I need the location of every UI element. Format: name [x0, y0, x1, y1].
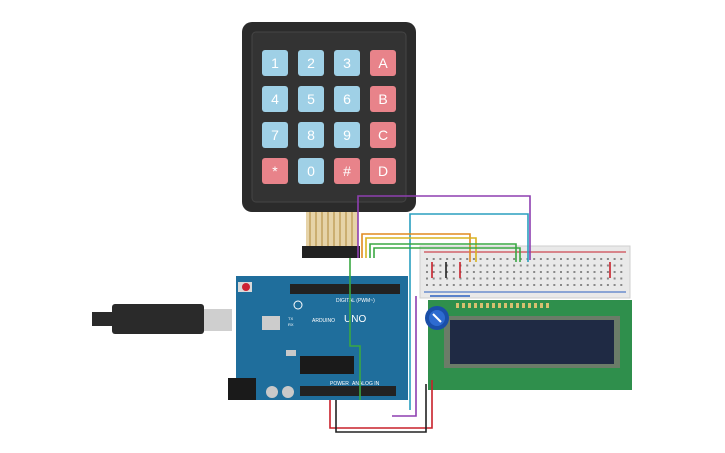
keypad-ribbon [302, 212, 360, 258]
keypad-key-label: D [378, 163, 388, 179]
arduino-analog-label: ANALOG IN [352, 381, 380, 387]
keypad-key-label: * [272, 163, 278, 179]
keypad-key-face [370, 158, 396, 184]
keypad-key-1[interactable]: 1 [262, 50, 288, 76]
wire-red [329, 380, 433, 429]
wire-teal [409, 213, 529, 410]
keypad-key-label: 7 [271, 127, 279, 143]
keypad-key-7[interactable]: 7 [262, 122, 288, 148]
keypad-key-label: 4 [271, 91, 279, 107]
wire-purple2 [392, 296, 417, 417]
keypad-key-label: # [343, 163, 351, 179]
keypad-key-4[interactable]: 4 [262, 86, 288, 112]
arduino-tx-label: TX [288, 316, 293, 321]
arduino-model: UNO [344, 314, 366, 325]
potentiometer[interactable] [425, 306, 449, 330]
keypad-key-*[interactable]: * [262, 158, 288, 184]
usb-cable[interactable] [92, 304, 232, 334]
keypad-key-3[interactable]: 3 [334, 50, 360, 76]
keypad-inner [251, 31, 407, 203]
keypad-key-2[interactable]: 2 [298, 50, 324, 76]
keypad-key-label: A [378, 55, 388, 71]
keypad-key-0[interactable]: 0 [298, 158, 324, 184]
keypad-key-#[interactable]: # [334, 158, 360, 184]
keypad-key-label: 1 [271, 55, 279, 71]
keypad-key-face [262, 50, 288, 76]
wire-yellow [365, 237, 477, 262]
wire-green3 [349, 258, 361, 400]
keypad-key-face [334, 86, 360, 112]
arduino-digital-label: DIGITAL (PWM~) [336, 298, 375, 304]
keypad-key-5[interactable]: 5 [298, 86, 324, 112]
breadboard[interactable] [419, 245, 631, 299]
keypad-key-6[interactable]: 6 [334, 86, 360, 112]
keypad[interactable]: 1 2 3 A 4 5 6 B 7 8 9 C * 0 # D [242, 22, 416, 258]
keypad-key-label: 8 [307, 127, 315, 143]
lcd-module[interactable] [428, 300, 632, 390]
keypad-key-face [262, 158, 288, 184]
keypad-key-face [298, 50, 324, 76]
keypad-key-A[interactable]: A [370, 50, 396, 76]
keypad-key-label: B [378, 91, 387, 107]
keypad-key-label: 9 [343, 127, 351, 143]
keypad-key-face [298, 122, 324, 148]
keypad-key-C[interactable]: C [370, 122, 396, 148]
keypad-key-face [334, 50, 360, 76]
keypad-key-label: 6 [343, 91, 351, 107]
keypad-key-label: 2 [307, 55, 315, 71]
keypad-key-face [262, 86, 288, 112]
lcd-screen [450, 320, 614, 364]
keypad-key-label: 3 [343, 55, 351, 71]
arduino-board[interactable]: DIGITAL (PWM~) ARDUINO UNO POWER ANALOG … [228, 276, 408, 400]
keypad-key-face [334, 122, 360, 148]
keypad-key-face [370, 122, 396, 148]
keypad-key-face [262, 122, 288, 148]
keypad-key-face [334, 158, 360, 184]
keypad-key-face [370, 86, 396, 112]
keypad-key-label: 0 [307, 163, 315, 179]
keypad-key-9[interactable]: 9 [334, 122, 360, 148]
arduino-rx-label: RX [288, 322, 294, 327]
keypad-key-label: 5 [307, 91, 315, 107]
wire-green2 [373, 247, 521, 262]
keypad-key-face [298, 86, 324, 112]
arduino-power-label: POWER [330, 381, 349, 387]
keypad-key-B[interactable]: B [370, 86, 396, 112]
wire-green1 [369, 243, 517, 262]
breadboard-body [419, 245, 631, 299]
wire-black [335, 384, 427, 433]
keypad-key-8[interactable]: 8 [298, 122, 324, 148]
arduino-pcb [228, 276, 408, 400]
wires [329, 195, 611, 433]
keypad-key-face [370, 50, 396, 76]
keypad-key-label: C [378, 127, 388, 143]
keypad-key-D[interactable]: D [370, 158, 396, 184]
keypad-key-face [298, 158, 324, 184]
arduino-brand: ARDUINO [312, 318, 335, 324]
wire-purple [357, 195, 531, 260]
